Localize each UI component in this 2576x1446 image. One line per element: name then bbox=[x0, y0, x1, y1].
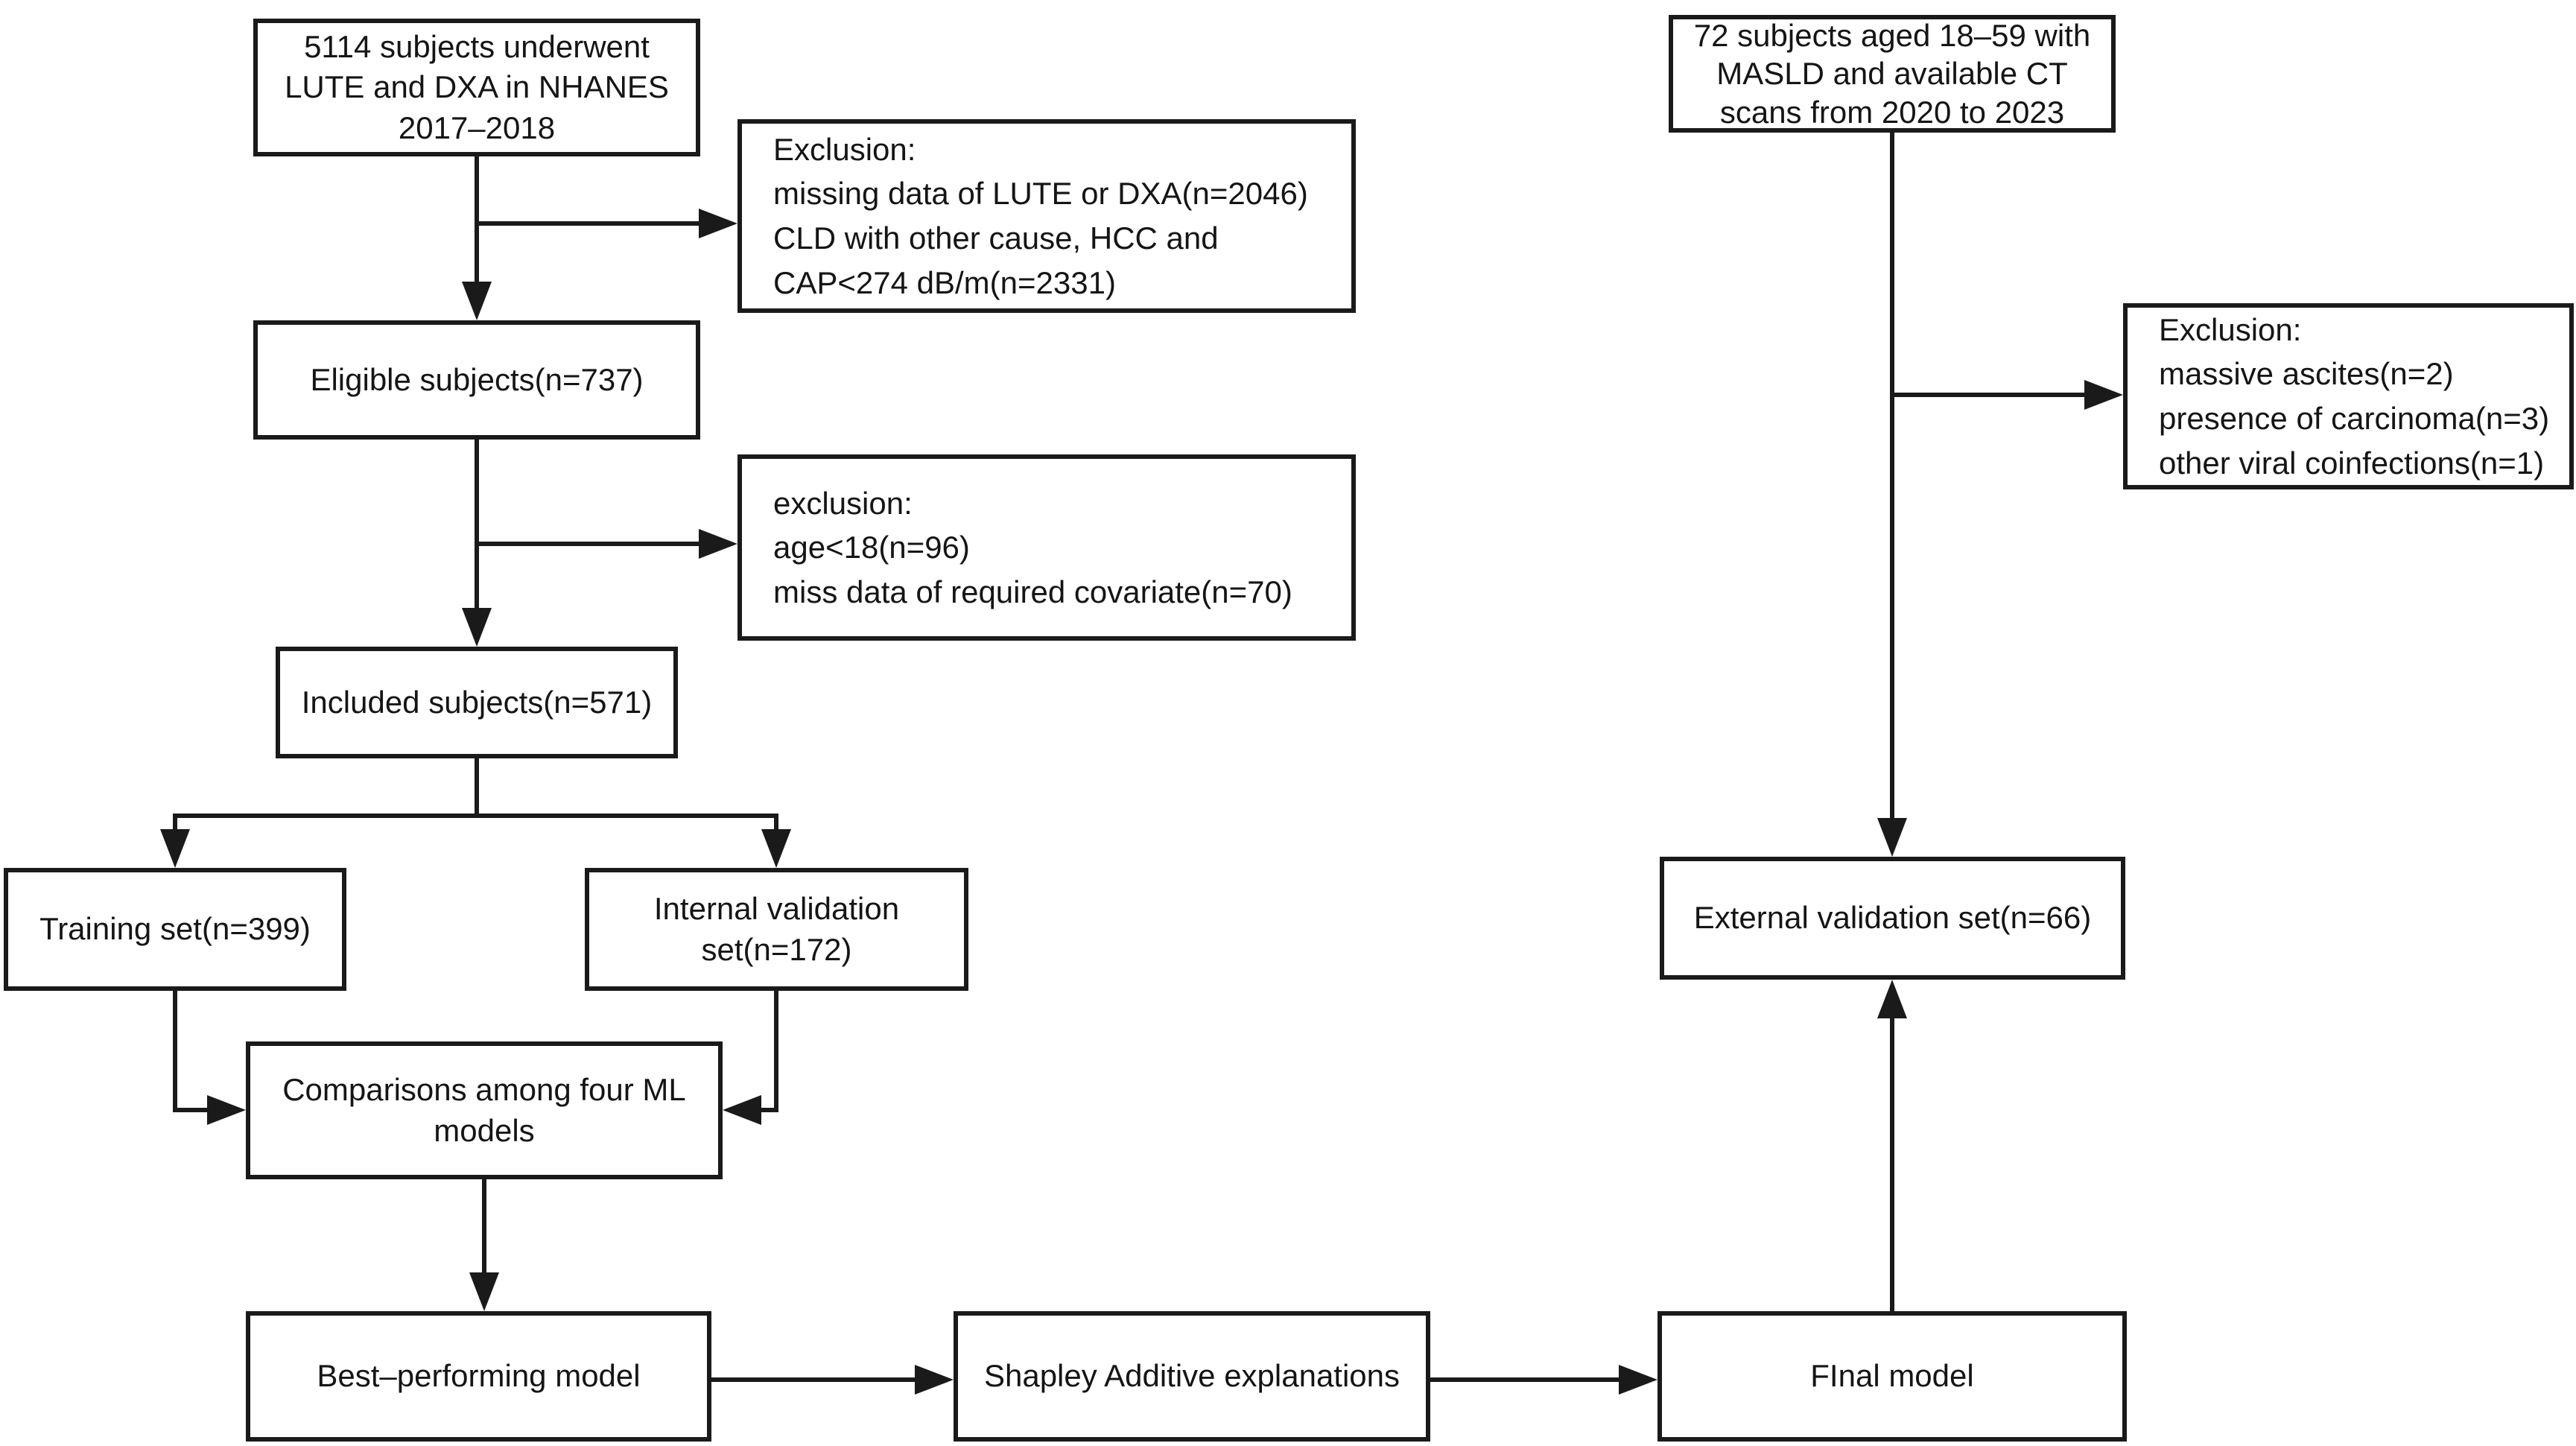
flow-box-initial-cohort: 5114 subjects underwent LUTE and DXA in … bbox=[253, 19, 700, 156]
arrowhead-into-internal bbox=[761, 829, 791, 868]
connector-internal-down bbox=[774, 991, 778, 1112]
arrowhead-into-exclusion-1 bbox=[699, 209, 737, 238]
flow-box-exclusion-1: Exclusion: missing data of LUTE or DXA(n… bbox=[737, 119, 1356, 313]
flow-box-exclusion-2: exclusion: age<18(n=96) miss data of req… bbox=[737, 454, 1356, 641]
flow-box-included-subjects: Included subjects(n=571) bbox=[276, 647, 678, 758]
connector-included-down bbox=[475, 758, 479, 818]
arrowhead-into-shapley bbox=[915, 1365, 954, 1395]
flow-box-internal-validation-set: Internal validation set(n=172) bbox=[585, 868, 968, 991]
flow-box-exclusion-external: Exclusion: massive ascites(n=2) presence… bbox=[2123, 303, 2574, 489]
flow-box-external-cohort: 72 subjects aged 18–59 with MASLD and av… bbox=[1669, 15, 2116, 133]
flow-box-comparisons: Comparisons among four ML models bbox=[246, 1041, 723, 1179]
arrowhead-into-final bbox=[1619, 1365, 1657, 1395]
connector-branch-exclusion-1 bbox=[477, 221, 700, 226]
flow-box-best-performing-model: Best–performing model bbox=[246, 1311, 711, 1442]
connector-eligible-to-included bbox=[475, 440, 479, 609]
connector-training-right bbox=[173, 1108, 210, 1112]
connector-comparisons-to-best bbox=[482, 1179, 486, 1272]
arrowhead-training-into-comparisons bbox=[207, 1095, 246, 1125]
arrowhead-into-training bbox=[160, 829, 190, 868]
flow-box-external-validation-set: External validation set(n=66) bbox=[1660, 857, 2125, 980]
connector-branch-exclusion-2 bbox=[477, 542, 700, 546]
flow-box-final-model: FInal model bbox=[1657, 1311, 2127, 1442]
connector-split-to-training bbox=[173, 814, 177, 831]
connector-best-to-shapley bbox=[711, 1377, 916, 1382]
connector-cohort-to-external-validation bbox=[1890, 133, 1894, 819]
arrowhead-into-included bbox=[462, 608, 492, 647]
connector-shapley-to-final bbox=[1430, 1377, 1650, 1382]
connector-internal-left bbox=[758, 1108, 778, 1112]
connector-split-to-internal bbox=[774, 814, 778, 831]
arrowhead-into-eligible bbox=[462, 282, 492, 320]
arrowhead-internal-into-comparisons bbox=[723, 1095, 761, 1125]
flow-box-eligible-subjects: Eligible subjects(n=737) bbox=[253, 320, 700, 440]
flow-box-training-set: Training set(n=399) bbox=[4, 868, 346, 991]
arrowhead-into-exclusion-2 bbox=[699, 529, 737, 559]
connector-split-bar bbox=[173, 814, 778, 818]
flow-box-shapley: Shapley Additive explanations bbox=[954, 1311, 1430, 1442]
arrowhead-into-external-validation bbox=[1877, 818, 1907, 857]
connector-initial-to-eligible bbox=[475, 156, 479, 283]
arrowhead-up-into-external-validation bbox=[1877, 980, 1907, 1018]
connector-training-down bbox=[173, 991, 177, 1112]
connector-final-up-to-external-validation bbox=[1890, 1017, 1894, 1311]
arrowhead-into-best bbox=[469, 1272, 499, 1311]
connector-branch-exclusion-external bbox=[1892, 393, 2086, 397]
arrowhead-into-exclusion-external bbox=[2084, 380, 2123, 410]
